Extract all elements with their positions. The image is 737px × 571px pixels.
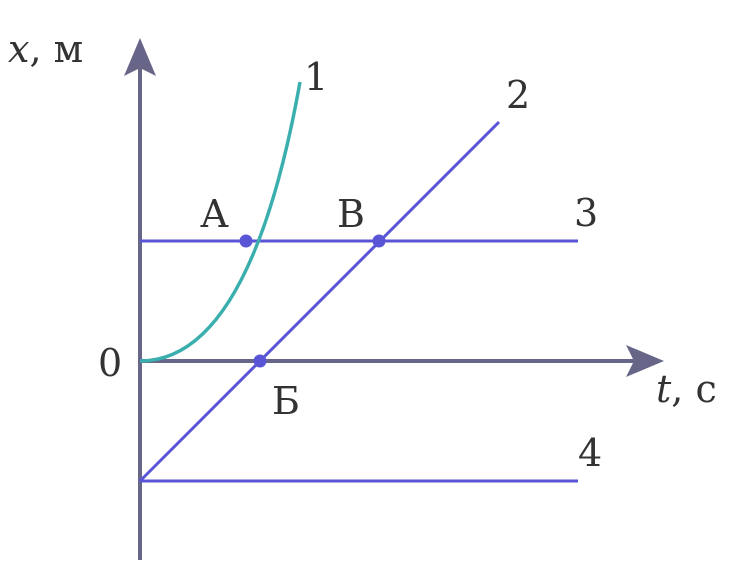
line-2 bbox=[138, 120, 501, 483]
point-v-label: В bbox=[337, 192, 365, 236]
y-axis-label: x, м bbox=[8, 27, 83, 71]
y-axis-arrow bbox=[124, 38, 156, 76]
t-axis-arrow bbox=[626, 345, 664, 377]
line-1 bbox=[139, 81, 302, 363]
point-b-label: Б bbox=[272, 379, 300, 423]
line-3-label: 3 bbox=[574, 191, 598, 235]
point-v bbox=[372, 234, 386, 248]
point-b bbox=[253, 354, 267, 368]
origin-label: 0 bbox=[98, 341, 122, 385]
t-axis-label: t, с bbox=[656, 367, 717, 411]
line-1-label: 1 bbox=[304, 55, 328, 99]
line-2-label: 2 bbox=[506, 73, 530, 117]
point-a bbox=[239, 234, 253, 248]
line-4-label: 4 bbox=[578, 431, 602, 475]
point-a-label: А bbox=[200, 192, 229, 236]
